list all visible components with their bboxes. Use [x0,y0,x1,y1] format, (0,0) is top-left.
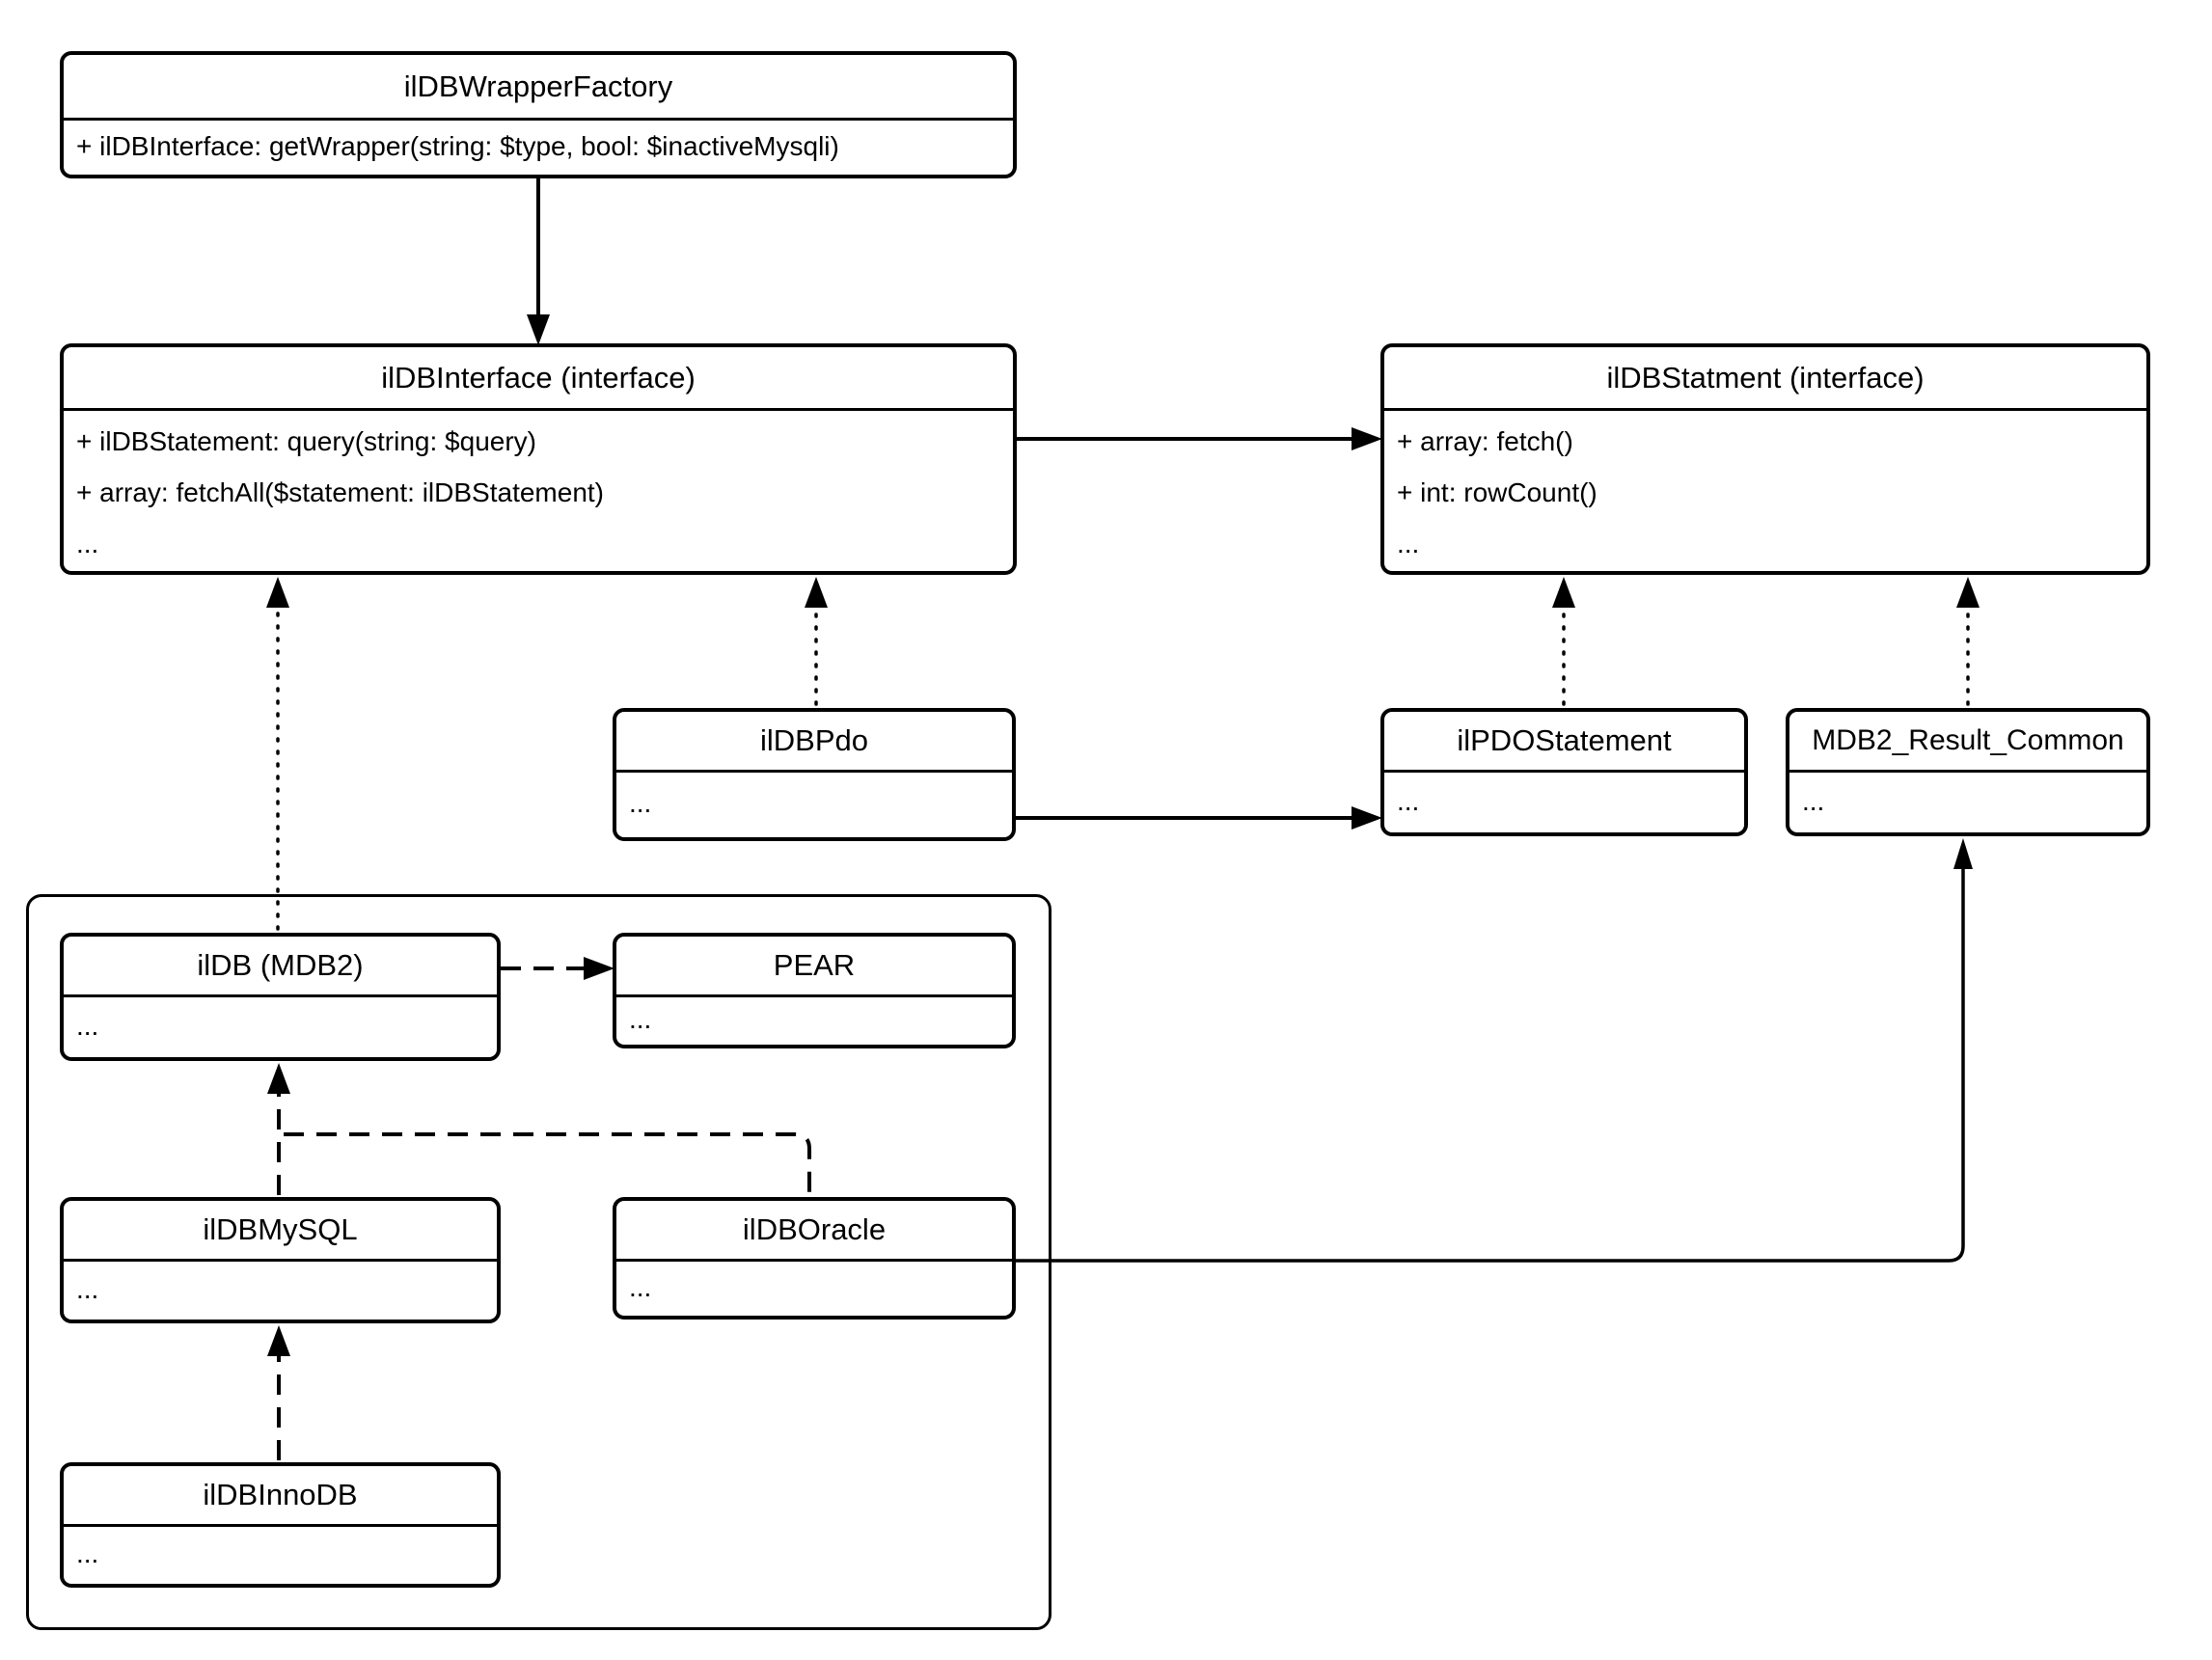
class-title: ilDBOracle [616,1201,1012,1262]
class-ildbstatment: ilDBStatment (interface) + array: fetch(… [1380,343,2150,575]
class-member: + array: fetch() [1397,425,1573,456]
class-member: ... [629,1271,652,1302]
edge-ildb-realizes-ildbinterface-arrowhead [266,577,289,608]
class-member: ... [1802,785,1825,816]
class-ildb-mdb2: ilDB (MDB2) ... [60,933,501,1061]
class-member: ... [1397,785,1420,816]
class-title: ilDB (MDB2) [64,937,497,997]
class-pear: PEAR ... [613,933,1016,1048]
class-member: ... [76,1538,99,1568]
class-member: ... [1397,528,1420,558]
class-ildbinterface: ilDBInterface (interface) + ilDBStatemen… [60,343,1017,575]
class-mdb2-result-common: MDB2_Result_Common ... [1786,708,2150,836]
edge-ildbinnodb-extends-ildbmysql-arrowhead [267,1325,290,1356]
class-ildbmysql: ilDBMySQL ... [60,1197,501,1323]
edge-ilpdostatement-realizes-ildbstatment-arrowhead [1552,577,1575,608]
class-member: + array: fetchAll($statement: ilDBStatem… [76,476,604,507]
class-title: ilDBInnoDB [64,1466,497,1527]
class-member: ... [76,1010,99,1041]
class-member: + ilDBStatement: query(string: $query) [76,425,536,456]
class-member: ... [629,1004,652,1034]
class-ildbinnodb: ilDBInnoDB ... [60,1462,501,1588]
class-member: ... [76,528,99,558]
edge-ildboracle-to-mdb2result [1016,866,1965,1263]
class-title: ilDBStatment (interface) [1384,347,2146,411]
class-title: ilDBPdo [616,712,1012,773]
class-ildbwrapperfactory: ilDBWrapperFactory + ilDBInterface: getW… [60,51,1017,178]
edge-factory-to-ildbinterface-arrowhead [527,314,550,345]
class-ilpdostatement: ilPDOStatement ... [1380,708,1748,836]
class-member: + ilDBInterface: getWrapper(string: $typ… [76,130,839,161]
class-title: ilPDOStatement [1384,712,1744,773]
class-title: ilDBMySQL [64,1201,497,1262]
class-ildbpdo: ilDBPdo ... [613,708,1016,841]
edge-ildbmysql-extends-ildb-arrowhead [267,1063,290,1094]
edge-ildbinterface-to-ildbstatment-arrowhead [1352,427,1382,450]
class-ildboracle: ilDBOracle ... [613,1197,1016,1320]
edge-ildboracle-to-mdb2result-arrowhead [1953,838,1973,869]
class-member: ... [76,1273,99,1304]
edge-ildbpdo-to-ilpdostatement-arrowhead [1352,806,1382,830]
edge-ildb-to-pear-arrowhead [584,957,614,980]
class-member: ... [629,788,652,818]
class-title: MDB2_Result_Common [1789,712,2146,773]
class-title: ilDBWrapperFactory [64,55,1013,121]
class-title: ilDBInterface (interface) [64,347,1013,411]
edge-ildbpdo-realizes-ildbinterface-arrowhead [805,577,828,608]
class-member: + int: rowCount() [1397,476,1598,507]
edge-mdb2result-realizes-ildbstatment-arrowhead [1956,577,1980,608]
class-title: PEAR [616,937,1012,997]
edge-ildboracle-extends-ildb [284,1132,811,1195]
